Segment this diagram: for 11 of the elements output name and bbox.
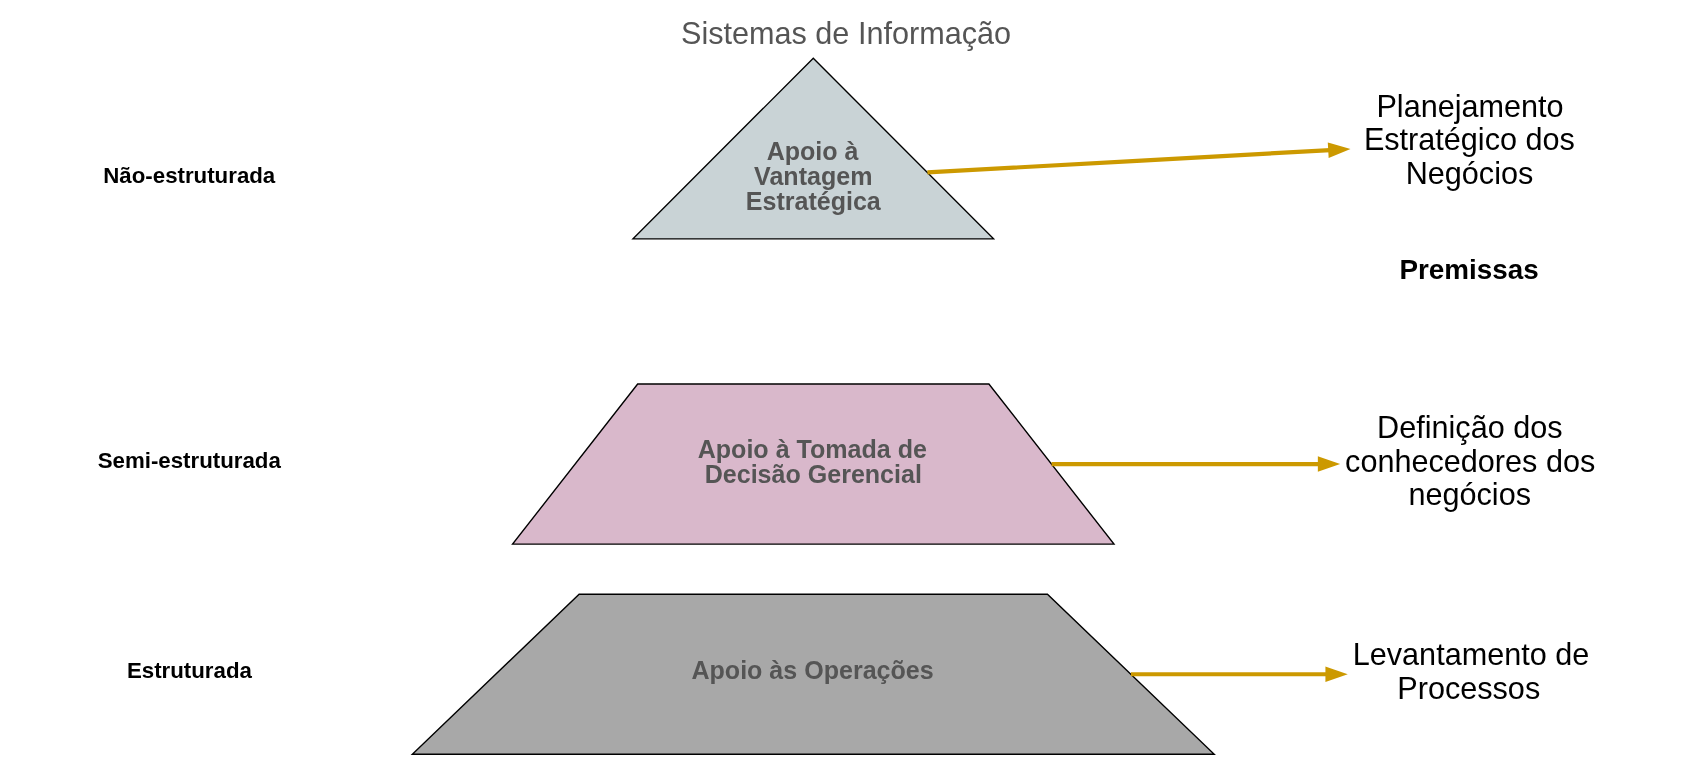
label: Estruturada <box>126 658 252 684</box>
diagram-title: Sistemas de Informação <box>680 15 1012 50</box>
arrow <box>927 142 1351 175</box>
arrow <box>1130 666 1348 683</box>
node-text: Planejamento Estratégico dos Negócios <box>1363 88 1575 190</box>
arrow <box>1051 456 1341 472</box>
label: Premissas <box>1399 253 1539 285</box>
label: Não-estruturada <box>103 162 276 188</box>
label: Semi-estruturada <box>97 447 281 473</box>
node-text: Levantamento de Processos <box>1352 637 1590 705</box>
node-text: Definição dos conhecedores dos negócios <box>1345 410 1596 512</box>
